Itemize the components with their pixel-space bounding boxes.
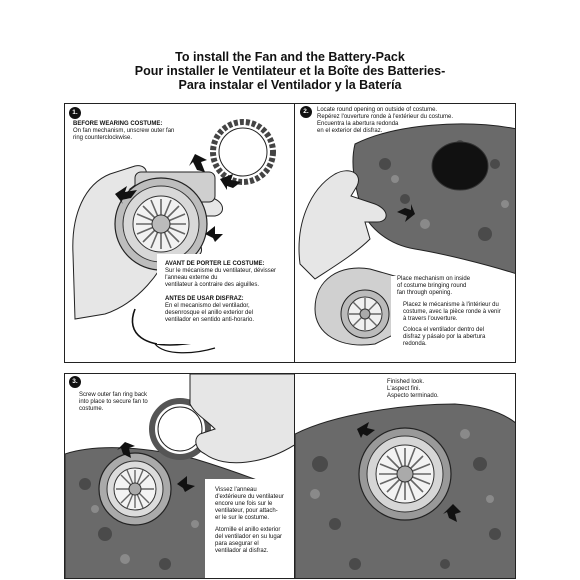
step-1-english-text: BEFORE WEARING COSTUME: On fan mechanism…: [73, 121, 175, 141]
step-number-badge: 3.: [69, 376, 81, 388]
step-3-french-text: Vissez l'anneau d'extérieure du ventilat…: [215, 487, 284, 521]
step-2-illustration: [298, 123, 515, 346]
page-title: To install the Fan and the Battery-Pack …: [0, 50, 580, 92]
step-number-badge: 1.: [69, 107, 81, 119]
step-3-spanish-text: Atornille el anillo exterior del ventila…: [215, 527, 283, 554]
finished-look-panel: Finished look. L'aspect fini. Aspecto te…: [294, 373, 516, 579]
finished-look-text: Finished look. L'aspect fini. Aspecto te…: [387, 379, 439, 399]
step-2-panel: 2. Locate round opening on outside of co…: [294, 103, 516, 363]
step-1-spanish-text: ANTES DE USAR DISFRAZ: En el mecanismo d…: [165, 296, 255, 323]
step-2-english-text: Place mechanism on inside of costume bri…: [397, 276, 471, 296]
step-2-french-text: Placez le mécanisme à l'intérieur du cos…: [403, 302, 501, 322]
step-1-panel: 1. BEFORE WEARING COSTUME: On fan mechan…: [64, 103, 295, 363]
title-spanish: Para instalar el Ventilador y la Batería: [178, 78, 402, 92]
step-1-illustration: [72, 119, 294, 354]
step-2-spanish-text: Coloca el ventilador dentro del disfraz …: [403, 327, 486, 347]
step-3-panel: 3. Screw outer fan ring back into place …: [64, 373, 295, 579]
step-3-english-text: Screw outer fan ring back into place to …: [79, 392, 148, 412]
step-3-illustration: [65, 374, 294, 578]
title-english: To install the Fan and the Battery-Pack: [175, 50, 405, 64]
title-french: Pour installer le Ventilateur et la Boît…: [134, 64, 446, 78]
step-2-locate-text: Locate round opening on outside of costu…: [317, 107, 454, 134]
step-1-french-text: AVANT DE PORTER LE COSTUME: Sur le mécan…: [165, 261, 277, 288]
finished-look-illustration: [295, 376, 515, 578]
step-number-badge: 2.: [300, 106, 312, 118]
